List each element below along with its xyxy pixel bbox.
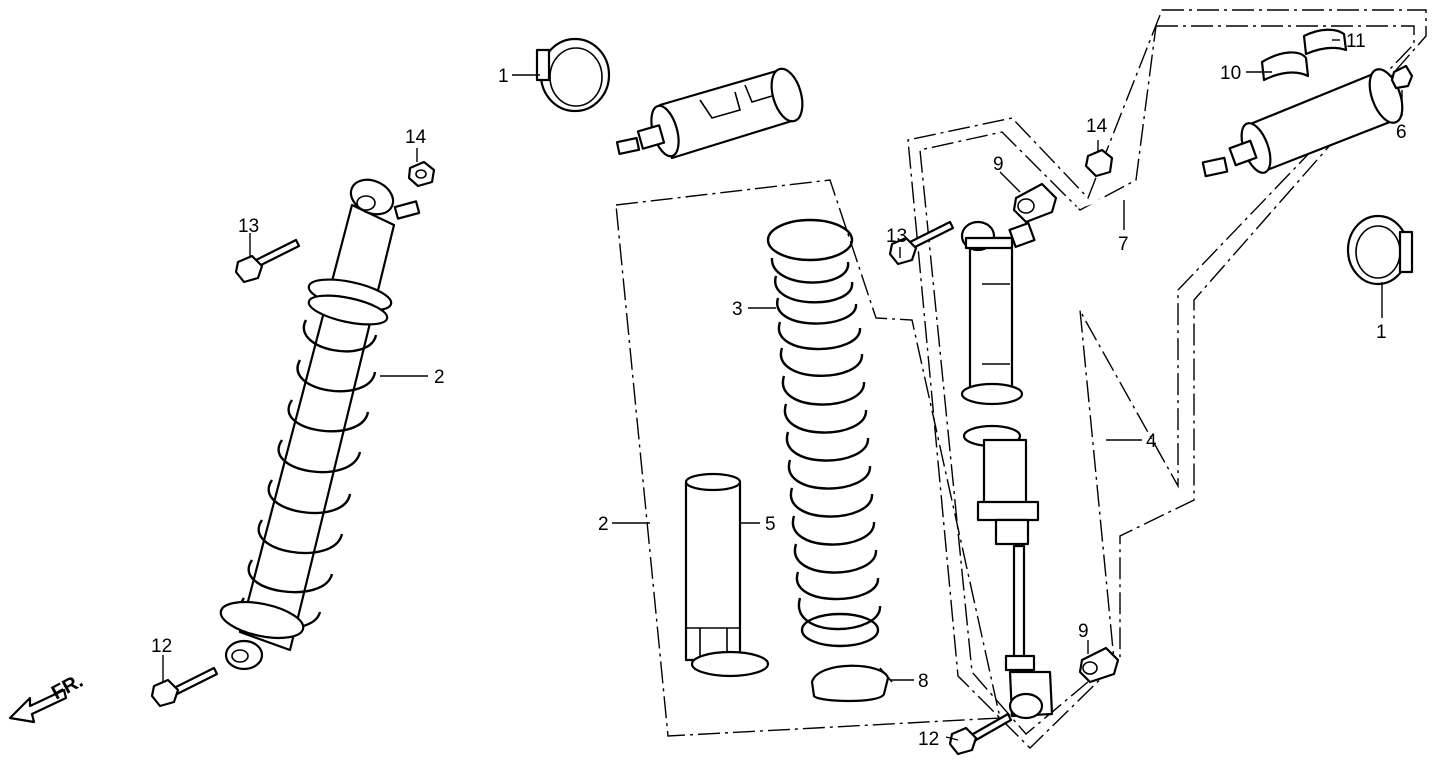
leader-lines xyxy=(162,39,1403,741)
decal-b xyxy=(1302,28,1348,56)
callout-left-nut: 14 xyxy=(405,127,427,148)
callout-bushing-bottom: 9 xyxy=(1078,621,1089,642)
callout-right-band: 1 xyxy=(1376,322,1387,343)
decal-a xyxy=(1260,51,1310,82)
bolt-left-bottom xyxy=(150,666,219,708)
reservoir-left xyxy=(636,67,804,160)
bushing-bottom xyxy=(1078,646,1120,684)
callout-label-a: 10 xyxy=(1220,63,1241,84)
bushing-top xyxy=(1012,182,1058,224)
callout-label-b: 11 xyxy=(1346,31,1366,52)
damper-group-outline xyxy=(907,9,1427,749)
callout-spring-group: 2 xyxy=(598,514,609,535)
coil-spring xyxy=(766,218,882,648)
bolt-right-top xyxy=(888,220,955,266)
nut-right xyxy=(1084,148,1114,178)
callout-stopper: 8 xyxy=(918,671,929,692)
callout-left-band: 1 xyxy=(498,66,509,87)
callout-cap: 6 xyxy=(1396,122,1407,143)
callout-damper-group: 4 xyxy=(1146,431,1157,452)
callout-right-bolt-top: 13 xyxy=(886,226,907,247)
callout-sleeve: 5 xyxy=(765,514,776,535)
shock-absorber-assembly xyxy=(219,136,641,671)
callout-right-nut: 14 xyxy=(1086,116,1108,137)
callout-hose: 7 xyxy=(1118,234,1129,255)
bolt-left-top xyxy=(234,238,301,284)
bolt-right-bottom xyxy=(948,712,1013,756)
nut-left xyxy=(407,160,436,188)
callout-spring: 3 xyxy=(732,299,743,320)
reservoir-right xyxy=(1228,68,1404,174)
spring-stopper xyxy=(810,664,893,703)
damper-unit xyxy=(960,220,1054,720)
spring-group-outline xyxy=(615,179,1001,737)
spring-sleeve xyxy=(684,472,770,678)
callout-left-bolt-top: 13 xyxy=(238,216,259,237)
hose-band-left xyxy=(535,37,611,113)
callout-right-bolt-bottom: 12 xyxy=(918,729,939,750)
cap xyxy=(1390,64,1414,90)
callout-bushing-top: 9 xyxy=(993,154,1004,175)
callout-left-shock: 2 xyxy=(434,367,445,388)
hose-band-right xyxy=(1346,214,1414,286)
callout-left-bolt-bottom: 12 xyxy=(151,636,172,657)
front-direction-arrow: FR. xyxy=(8,670,87,724)
